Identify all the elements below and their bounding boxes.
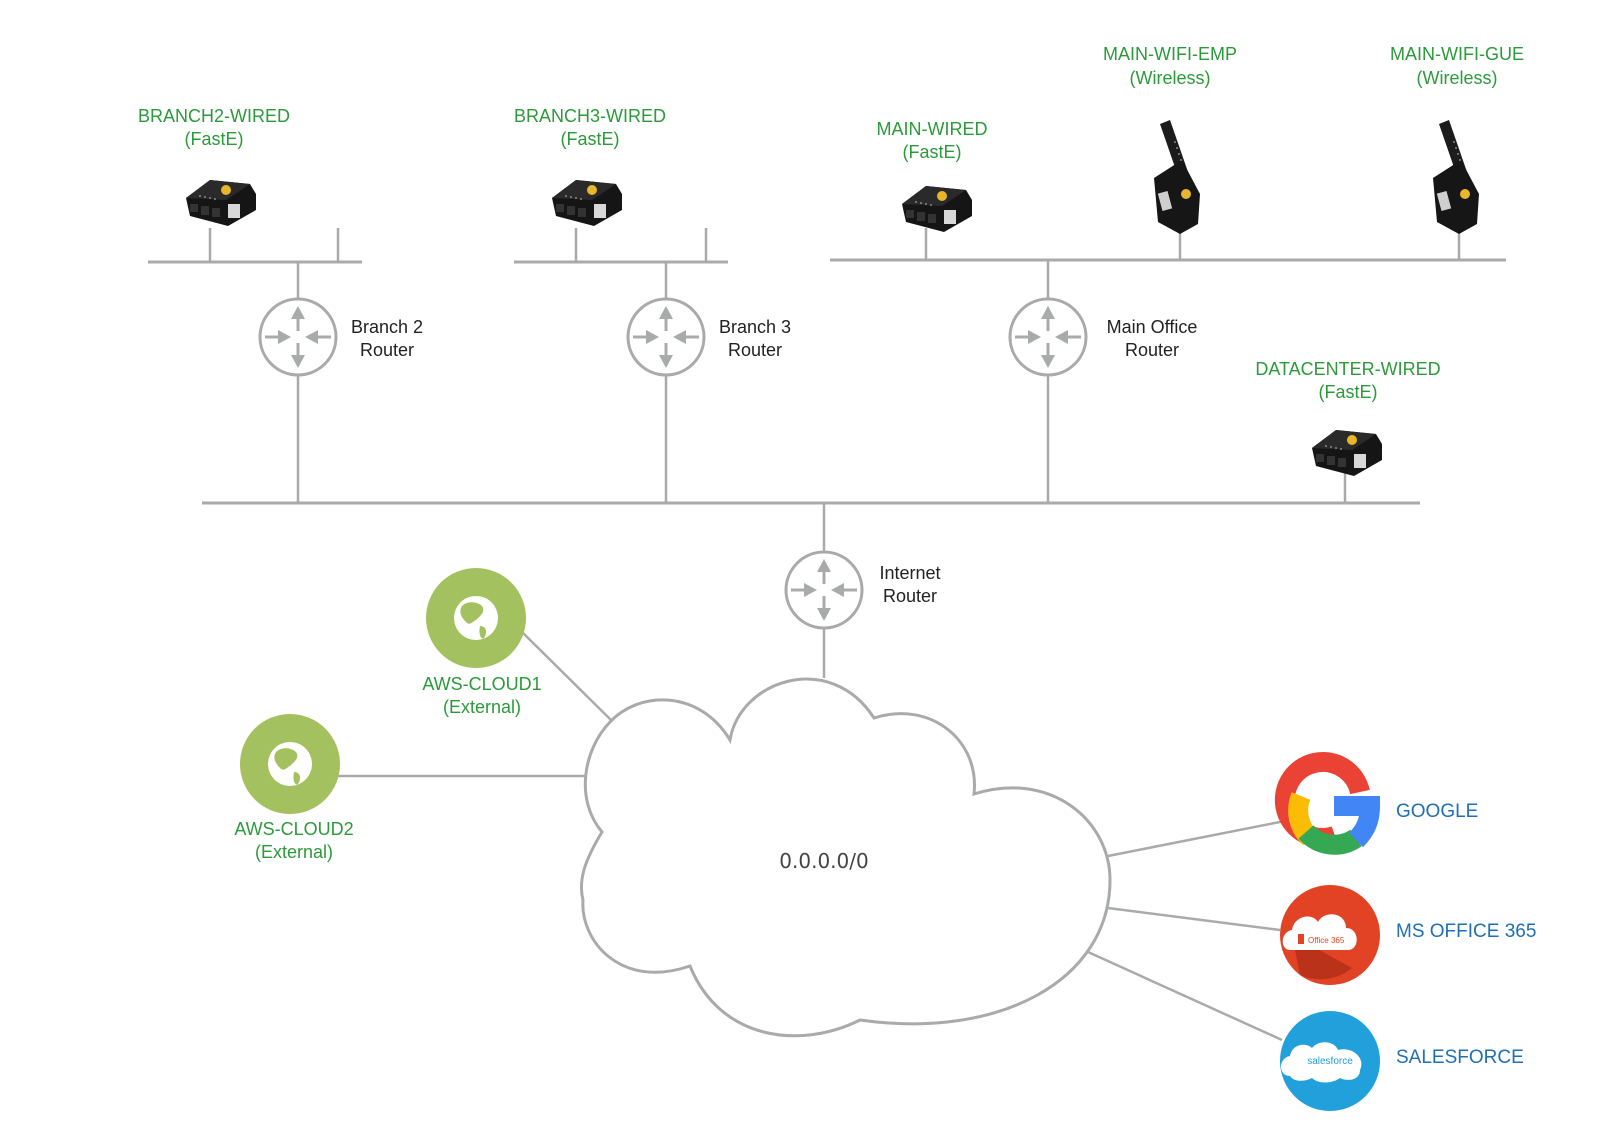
external-name: AWS-CLOUD1 xyxy=(422,674,541,694)
globe-icon xyxy=(268,742,312,786)
sensor-name: BRANCH2-WIRED xyxy=(138,106,290,126)
sensor-name: MAIN-WIFI-EMP xyxy=(1103,44,1237,64)
cloud-label: 0.0.0.0/0 xyxy=(779,849,868,873)
sensor-type: (FastE) xyxy=(902,142,961,162)
external-type: (External) xyxy=(255,842,333,862)
wireless-sensor-icon xyxy=(1154,120,1200,234)
google-icon xyxy=(1274,752,1381,855)
service-name: GOOGLE xyxy=(1396,801,1478,822)
wired-sensor-icon xyxy=(186,180,256,226)
router-internet[interactable] xyxy=(784,550,864,630)
router-label-main-line1: Main Office xyxy=(1107,317,1198,337)
sensor-branch2-wired[interactable]: BRANCH2-WIRED (FastE) xyxy=(138,106,290,226)
internet-cloud[interactable]: 0.0.0.0/0 xyxy=(579,677,1112,1038)
router-label-branch3-line2: Router xyxy=(728,340,782,360)
sensor-type: (FastE) xyxy=(1318,382,1377,402)
sensor-name: MAIN-WIFI-GUE xyxy=(1390,44,1524,64)
sensor-type: (FastE) xyxy=(184,129,243,149)
router-label-internet-line2: Router xyxy=(883,586,937,606)
sensor-name: DATACENTER-WIRED xyxy=(1255,359,1440,379)
router-icon xyxy=(258,297,338,377)
service-office365[interactable]: Office 365 MS OFFICE 365 xyxy=(1280,885,1536,985)
router-label-internet-line1: Internet xyxy=(879,563,940,583)
router-label-branch3-line1: Branch 3 xyxy=(719,317,791,337)
branch3-lan xyxy=(514,228,728,503)
router-icon xyxy=(784,550,864,630)
external-name: AWS-CLOUD2 xyxy=(234,819,353,839)
globe-icon xyxy=(454,596,498,640)
sensor-name: BRANCH3-WIRED xyxy=(514,106,666,126)
service-google[interactable]: GOOGLE xyxy=(1274,752,1479,855)
sensor-main-wifi-gue[interactable]: MAIN-WIFI-GUE (Wireless) xyxy=(1390,44,1524,234)
cloud-links xyxy=(338,629,1291,1042)
wired-sensor-icon xyxy=(1312,430,1382,476)
router-icon xyxy=(626,297,706,377)
branch2-lan xyxy=(148,228,362,503)
external-aws-cloud2[interactable]: AWS-CLOUD2 (External) xyxy=(234,714,354,862)
router-main[interactable] xyxy=(1008,297,1088,377)
sensor-datacenter-wired[interactable]: DATACENTER-WIRED (FastE) xyxy=(1255,359,1441,476)
svg-text:Office 365: Office 365 xyxy=(1308,936,1345,945)
sensor-type: (Wireless) xyxy=(1417,68,1498,88)
external-aws-cloud1[interactable]: AWS-CLOUD1 (External) xyxy=(422,568,542,717)
sensor-type: (Wireless) xyxy=(1130,68,1211,88)
service-salesforce[interactable]: salesforce SALESFORCE xyxy=(1280,1011,1524,1111)
sensor-main-wifi-emp[interactable]: MAIN-WIFI-EMP (Wireless) xyxy=(1103,44,1237,234)
sensor-type: (FastE) xyxy=(560,129,619,149)
router-branch3[interactable] xyxy=(626,297,706,377)
salesforce-icon: salesforce xyxy=(1280,1011,1380,1111)
wireless-sensor-icon xyxy=(1433,120,1479,234)
office365-icon: Office 365 xyxy=(1280,885,1380,985)
sensor-branch3-wired[interactable]: BRANCH3-WIRED (FastE) xyxy=(514,106,666,226)
wired-sensor-icon xyxy=(552,180,622,226)
wired-sensor-icon xyxy=(902,186,972,232)
main-office-lan xyxy=(830,228,1506,503)
service-name: MS OFFICE 365 xyxy=(1396,921,1536,942)
backbone xyxy=(202,470,1420,678)
router-branch2[interactable] xyxy=(258,297,338,377)
sensor-main-wired[interactable]: MAIN-WIRED (FastE) xyxy=(877,119,988,232)
router-label-branch2-line2: Router xyxy=(360,340,414,360)
router-icon xyxy=(1008,297,1088,377)
router-label-branch2-line1: Branch 2 xyxy=(351,317,423,337)
svg-text:salesforce: salesforce xyxy=(1307,1056,1353,1067)
service-name: SALESFORCE xyxy=(1396,1047,1524,1068)
sensor-name: MAIN-WIRED xyxy=(877,119,988,139)
router-label-main-line2: Router xyxy=(1125,340,1179,360)
external-type: (External) xyxy=(443,697,521,717)
